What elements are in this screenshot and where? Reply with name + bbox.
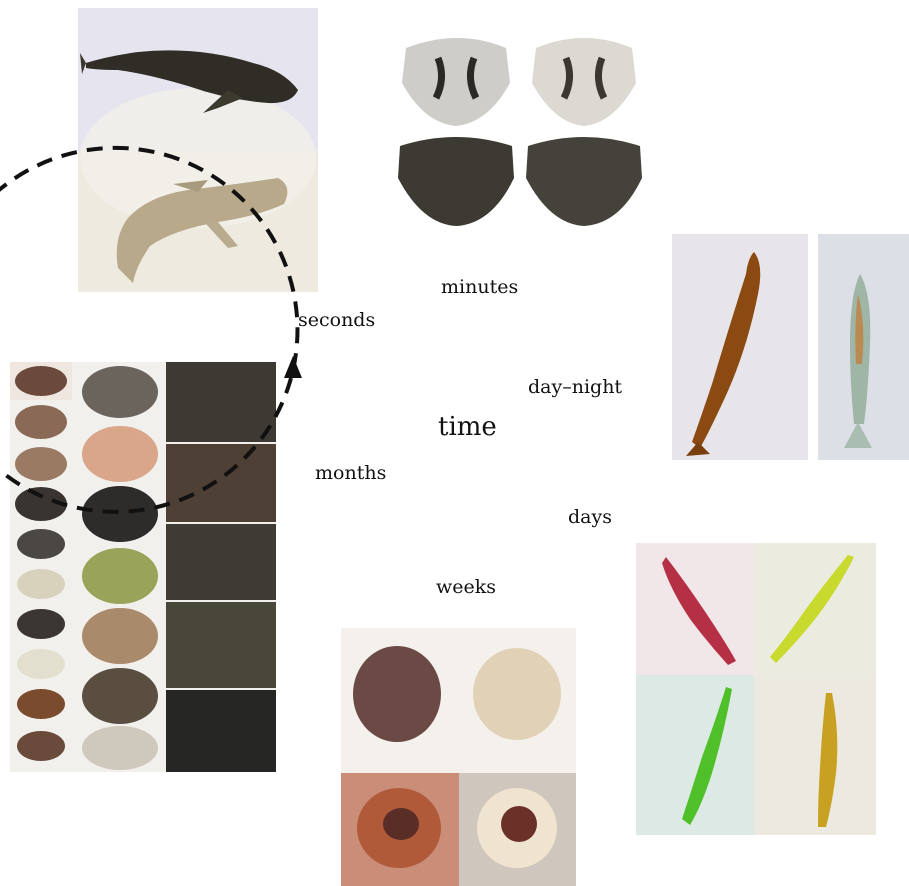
crab-carapace-photo-panel — [388, 28, 648, 228]
label-time: time — [438, 412, 497, 442]
shrimp-day-night-photo-panel — [672, 234, 909, 460]
fish-photo-panel — [78, 8, 318, 292]
label-months: months — [315, 462, 386, 484]
crab-carapace-photo — [388, 28, 648, 228]
label-weeks: weeks — [436, 576, 496, 598]
label-day-night: day–night — [528, 376, 622, 398]
crab-moult-photo — [341, 628, 576, 886]
shrimp-background-photo — [636, 543, 876, 835]
label-minutes: minutes — [441, 276, 518, 298]
label-seconds: seconds — [298, 309, 375, 331]
crab-ontogeny-photo-panel — [10, 362, 276, 772]
crab-ontogeny-photo — [10, 362, 276, 772]
fish-photo — [78, 8, 318, 292]
time-cycle-arrowhead — [284, 356, 302, 378]
shrimp-day-night-photo — [672, 234, 909, 460]
shrimp-background-photo-panel — [636, 543, 876, 835]
label-days: days — [568, 506, 612, 528]
crab-moult-photo-panel — [341, 628, 576, 886]
